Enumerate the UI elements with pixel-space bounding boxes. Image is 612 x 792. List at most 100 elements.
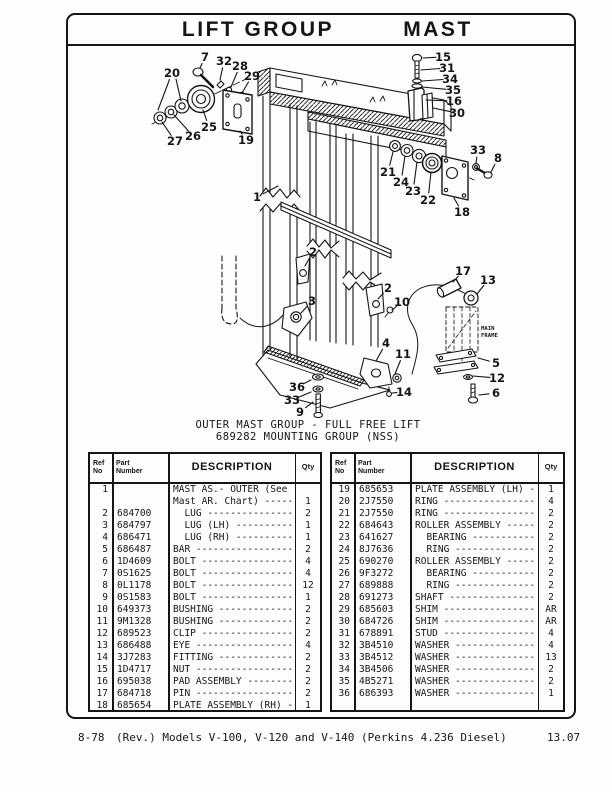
description-cell: RING ----------------: [415, 508, 536, 519]
callout-label: 5: [492, 356, 500, 370]
callout-leader-line: [432, 107, 451, 113]
callout-leader-line: [389, 151, 394, 166]
callout-leader-line: [477, 357, 490, 362]
ref-no-cell: 26: [338, 568, 350, 579]
part-number-cell: 0S1625: [117, 568, 152, 579]
ref-no-cell: 28: [338, 592, 350, 603]
ref-no-cell: 35: [338, 676, 350, 687]
callout-leader-line: [241, 81, 250, 94]
callout-label: 2: [309, 245, 317, 259]
description-header: DESCRIPTION: [434, 461, 515, 473]
ref-no-cell: 34: [338, 664, 350, 675]
qty-cell: 1: [305, 520, 311, 531]
callout-label: 2: [384, 281, 392, 295]
qty-cell: 2: [548, 580, 554, 591]
callout-label: 33: [284, 393, 300, 407]
qty-cell: 2: [548, 508, 554, 519]
callout-label: 21: [380, 165, 396, 179]
description-cell: BOLT ----------------: [173, 568, 294, 579]
part-number-cell: 4B5271: [359, 676, 394, 687]
callout-label: 22: [420, 193, 436, 207]
description-cell: BUSHING -------------: [173, 604, 294, 615]
callout-label: 34: [442, 72, 458, 86]
description-cell: ROLLER ASSEMBLY -----: [415, 520, 536, 531]
qty-cell: 4: [305, 556, 311, 567]
callout-leader-line: [391, 305, 398, 311]
main-frame-label-line1: MAIN: [481, 326, 495, 332]
qty-cell: 2: [548, 556, 554, 567]
ref-no-cell: 2: [102, 508, 108, 519]
ref-no-cell: 27: [338, 580, 350, 591]
qty-cell: 2: [548, 544, 554, 555]
qty-header: Qty: [544, 462, 558, 471]
description-cell: EYE -----------------: [173, 640, 294, 651]
description-cell: LUG ---------------: [173, 508, 294, 519]
ref-no-cell: 20: [338, 496, 350, 507]
callout-leader-line: [401, 155, 406, 176]
callout-leader-line: [219, 67, 224, 81]
qty-header: Qty: [301, 462, 315, 471]
callout-label: 31: [439, 61, 455, 75]
qty-cell: 1: [548, 688, 554, 699]
description-cell: STUD ----------------: [415, 628, 536, 639]
callout-label: 17: [455, 264, 471, 278]
ref-no-cell: 32: [338, 640, 350, 651]
qty-cell: 2: [305, 508, 311, 519]
description-cell: SHIM ----------------: [415, 616, 536, 627]
part-number-cell: [112, 484, 168, 508]
callout-label: 20: [164, 66, 180, 80]
part-number-cell: 1D4717: [117, 664, 152, 675]
callout-leader-line: [173, 114, 189, 132]
part-number-cell: 689523: [117, 628, 152, 639]
ref-no-cell: 9: [102, 592, 108, 603]
qty-cell: 2: [548, 568, 554, 579]
qty-cell: 2: [548, 676, 554, 687]
qty-cell: 2: [305, 544, 311, 555]
callout-leader-line: [475, 156, 478, 164]
callout-label: 13: [480, 273, 496, 287]
ref-no-cell: 14: [96, 652, 108, 663]
callout-label: 33: [470, 143, 486, 157]
header-bar: LIFT GROUP MAST: [68, 15, 574, 46]
ref-no-cell: 29: [338, 604, 350, 615]
ref-no-cell: 7: [102, 568, 108, 579]
callout-leader-line: [297, 391, 312, 398]
part-number-cell: 685653: [359, 484, 394, 495]
callout-leader-line: [425, 99, 448, 102]
description-cell: RING ----------------: [415, 496, 536, 507]
part-number-cell: 684726: [359, 616, 394, 627]
callout-label: 25: [201, 120, 217, 134]
ref-no-cell: 10: [96, 604, 108, 615]
part-number-cell: 3B4512: [359, 652, 394, 663]
callout-leader-line: [490, 163, 496, 173]
part-number-cell: 641627: [359, 532, 394, 543]
part-number-cell: 2J7550: [359, 508, 394, 519]
ref-no-cell: 24: [338, 544, 350, 555]
ref-no-cell: 17: [96, 688, 108, 699]
callout-label: 28: [232, 59, 248, 73]
description-cell: WASHER --------------: [415, 640, 536, 651]
callout-leader-line: [476, 284, 485, 295]
part-number-cell: 684797: [117, 520, 152, 531]
description-cell: NUT -----------------: [173, 664, 294, 675]
qty-cell: 2: [305, 604, 311, 615]
qty-cell: 1: [305, 496, 311, 507]
ref-no-cell: 8: [102, 580, 108, 591]
